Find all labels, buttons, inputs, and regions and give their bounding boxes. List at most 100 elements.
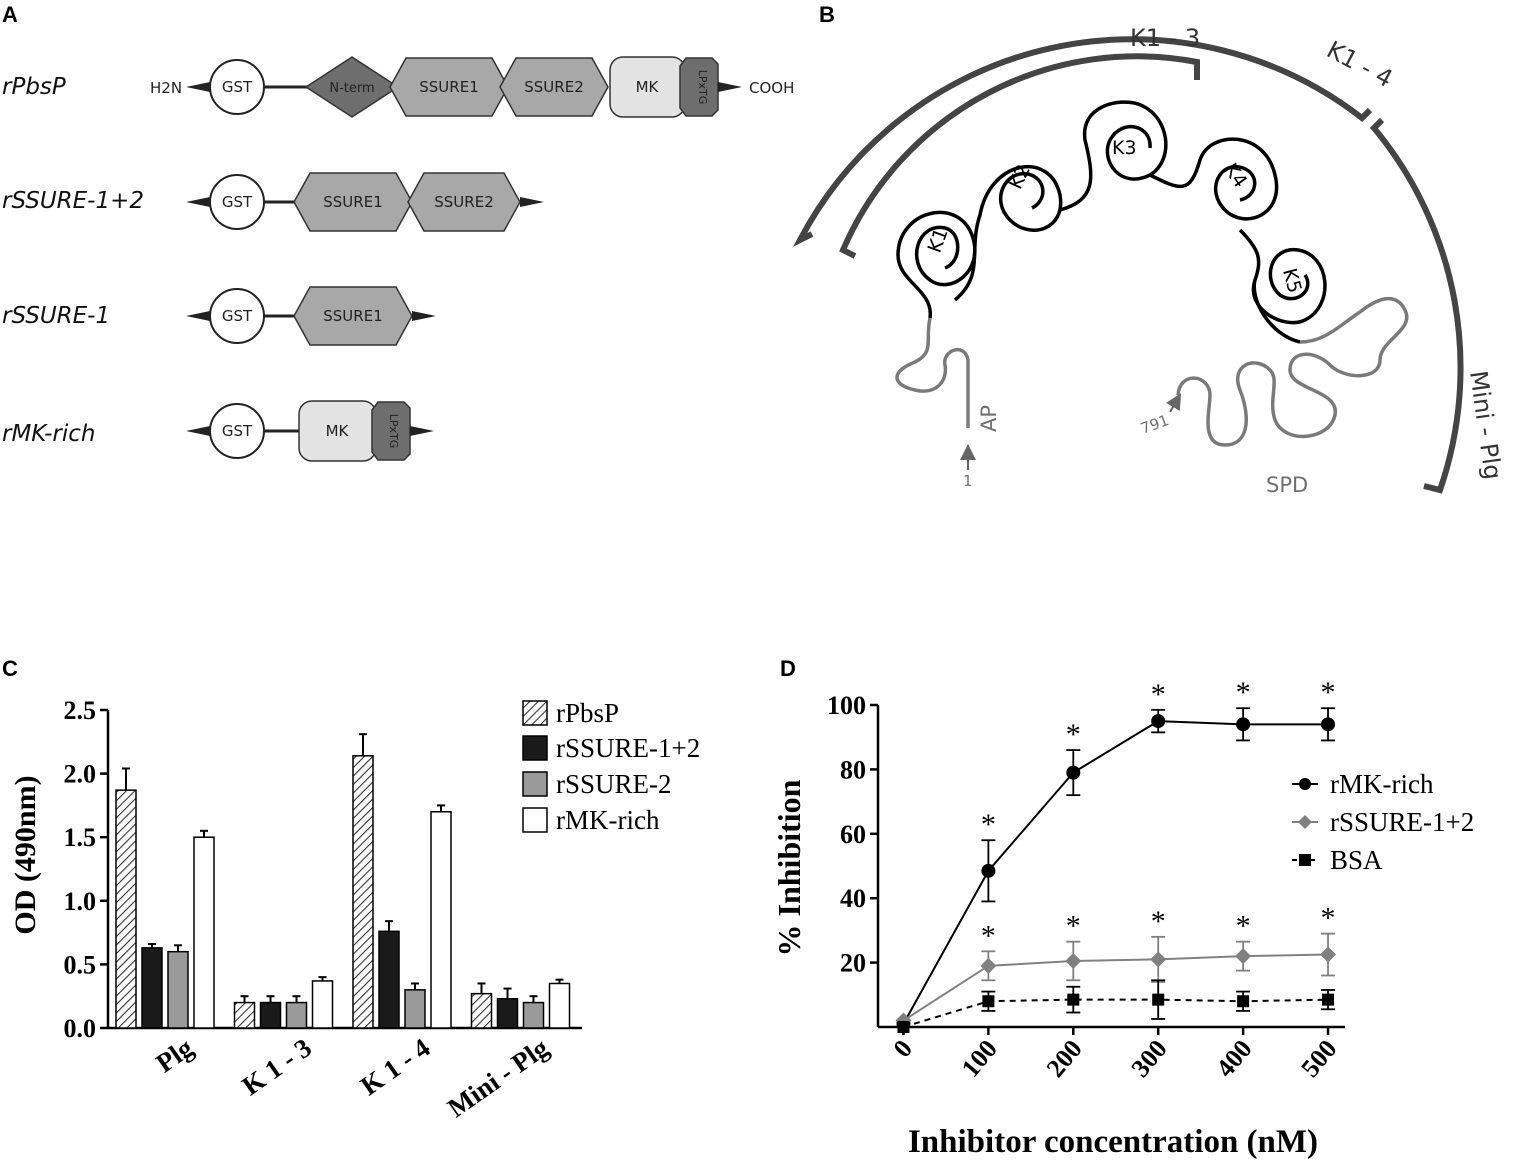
bracket-mini-plg [1369,117,1464,494]
significance-star: * [1236,676,1251,709]
legend-label-rssure-1-2: rSSURE-1+2 [556,733,700,763]
data-point [1237,995,1250,1008]
cleavage-arrow-icon [1166,393,1182,413]
bracket-k1-3 [839,53,1200,259]
data-point [1066,765,1081,780]
n-term-label: N-term [329,81,374,96]
legend-label-rmk-rich: rMK-rich [556,805,660,835]
legend: rMK-rich rSSURE-1+2 BSA [1292,769,1474,875]
x-tick-label: 100 [956,1034,1003,1083]
legend-swatch-rpbsp [522,700,548,726]
y-tick-label: 1.5 [64,823,97,852]
x-tick-label: Plg [151,1032,199,1078]
c-tail-icon [520,197,544,207]
ssure1-label: SSURE1 [323,193,382,211]
data-point [980,957,997,974]
y-tick-label: 60 [840,820,866,849]
legend-label-rssure-1-2: rSSURE-1+2 [1330,807,1474,837]
bar [404,989,426,1029]
kringle-k1 [896,210,977,319]
y-tick-label: 100 [827,691,866,720]
legend-label-rssure-2: rSSURE-2 [556,769,672,799]
gst-domain [209,288,265,344]
n-tail-icon [186,426,210,436]
bracket-k1-4 [793,36,1373,247]
data-point [1152,993,1165,1006]
significance-star: * [1321,676,1336,709]
x-tick-label: 0 [887,1034,918,1063]
n-terminus-text: H2N [150,79,182,97]
label-k1-3: K1 - 3 [1130,24,1200,52]
y-tick-label: 20 [840,949,866,978]
construct-rssure-1-2: rSSURE-1+2 GST SSURE1 SSURE2 [2,172,544,232]
gst-label: GST [222,193,253,211]
label-k1-4: K1 - 4 [1322,36,1397,94]
label-ap: AP [977,405,1001,432]
panel-label-b: B [819,2,835,27]
significance-star: * [1236,910,1251,943]
y-axis-title: OD (490nm) [9,775,42,934]
gst-domain [209,59,265,115]
construct-rssure-1: rSSURE-1 GST SSURE1 [2,286,436,346]
legend-swatch-rssure-1-2 [522,735,548,761]
bar [141,947,163,1029]
bar [167,950,189,1029]
legend-label-rpbsp: rPbsP [556,698,619,728]
bar [115,789,137,1029]
bar [470,992,493,1029]
x-tick-label: 300 [1126,1034,1173,1083]
y-ticks: 0.00.51.01.52.02.5 [64,696,108,1043]
significance-star: * [1066,718,1081,751]
x-tick-label: K 1 - 4 [355,1032,435,1101]
legend-marker-rmk-rich [1299,778,1311,790]
kringle-label-k4: K4 [1219,159,1251,192]
data-point [982,995,995,1008]
kringle-k2 [953,165,1063,302]
bar [496,997,519,1029]
significance-star: * [981,808,996,841]
kringle-chain [896,100,1327,344]
label-residue-791: 791 [1138,411,1171,438]
label-mini-plg: Mini - Plg [1464,369,1507,481]
data-point [1236,717,1251,732]
bar [548,982,571,1029]
bar [285,1001,308,1029]
series-line [902,720,1329,1025]
construct-rpbsp: rPbsP H2N GST N-term SSURE1 SSURE2 MK LP… [2,56,794,118]
y-tick-label: 0.0 [64,1014,97,1043]
bar [352,755,374,1029]
bar [378,930,400,1029]
bars [115,733,571,1029]
ap-chain [895,317,970,428]
y-tick-label: 2.5 [64,696,97,725]
bar [193,836,215,1029]
x-tick-label: 200 [1041,1034,1088,1083]
x-tick-label: 400 [1210,1034,1257,1083]
lpxtg-label: LPxTG [387,414,400,449]
gst-domain [209,174,265,230]
legend-swatch-rmk-rich [522,807,548,833]
ssure1-label: SSURE1 [419,78,478,96]
bar [430,811,452,1029]
bar [259,1001,282,1029]
panel-label-a: A [2,2,18,27]
gst-label: GST [222,307,253,325]
mk-label: MK [326,422,350,440]
panel-b-plasminogen-diagram: K1 - 3 K1 - 4 Mini - Plg K1 K2 K3 K4 K5 … [793,24,1507,497]
construct-label: rSSURE-1+2 [2,188,144,214]
ssure2-domain [499,57,609,117]
data-point [1150,951,1167,968]
data-point [897,1021,910,1033]
legend-marker-bsa [1299,854,1311,866]
y-tick-label: 1.0 [64,887,97,916]
n-tail-icon [186,311,210,321]
x-tick-label: 500 [1295,1034,1342,1083]
x-tick-label: K 1 - 3 [236,1032,316,1101]
data-point [1320,946,1337,963]
data-point [1321,717,1336,732]
panel-label-c: C [2,656,18,681]
significance-star: * [1066,910,1081,943]
